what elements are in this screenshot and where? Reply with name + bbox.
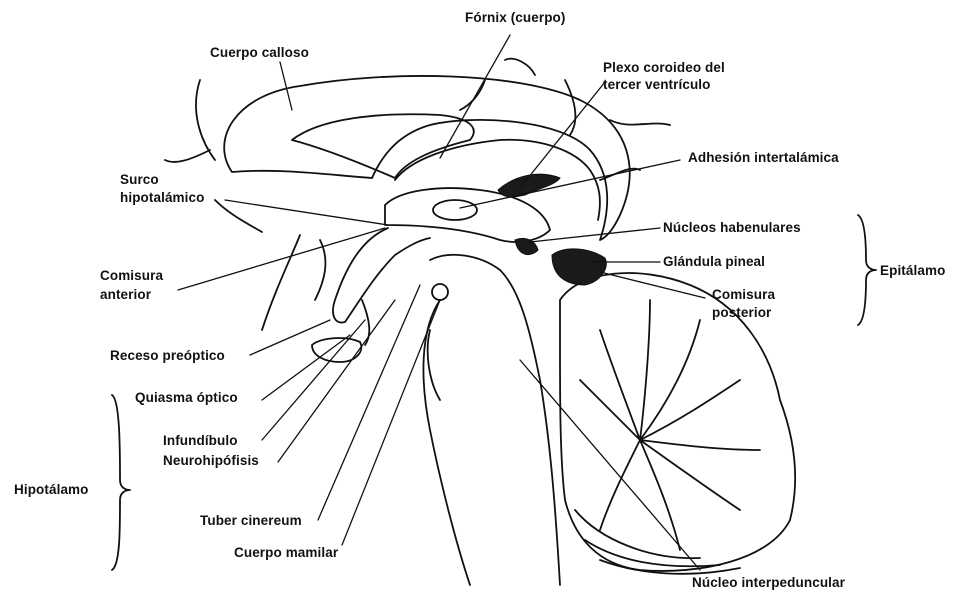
label-nucleo-interpeduncular: Núcleo interpeduncular: [692, 575, 845, 590]
hipotalamo-brace: [112, 395, 130, 570]
leader-quiasma: [262, 335, 350, 400]
label-epitalamo: Epitálamo: [880, 263, 945, 278]
pons-outline: [428, 330, 440, 400]
mammillary-body-shape: [432, 284, 448, 300]
label-infundibulo: Infundíbulo: [163, 433, 238, 448]
label-cuerpo-mamilar: Cuerpo mamilar: [234, 545, 338, 560]
vessels-left: [165, 80, 325, 330]
vessels-top: [460, 59, 575, 135]
fornix-outline: [395, 140, 600, 220]
leader-adhesion: [460, 160, 680, 208]
hypothalamus-outline: [333, 228, 430, 323]
thalamus-outline: [385, 188, 550, 242]
label-comisura-anterior-line2: anterior: [100, 287, 151, 302]
label-glandula-pineal: Glándula pineal: [663, 254, 765, 269]
label-nucleos-habenulares: Núcleos habenulares: [663, 220, 801, 235]
leader-mamilar: [342, 300, 440, 545]
leader-infundibulo: [262, 320, 365, 440]
label-cuerpo-calloso: Cuerpo calloso: [210, 45, 309, 60]
label-neurohipofisis: Neurohipófisis: [163, 453, 259, 468]
label-plexo-line2: tercer ventrículo: [603, 77, 711, 92]
leader-surco: [225, 200, 388, 225]
pineal-gland-shape: [552, 249, 606, 285]
label-comisura-posterior-line2: posterior: [712, 305, 771, 320]
brainstem-outline: [430, 255, 560, 585]
vessels-right: [600, 120, 670, 180]
label-fornix: Fórnix (cuerpo): [465, 10, 566, 25]
label-adhesion: Adhesión intertalámica: [688, 150, 839, 165]
label-quiasma-optico: Quiasma óptico: [135, 390, 238, 405]
label-tuber-cinereum: Tuber cinereum: [200, 513, 302, 528]
label-plexo-line1: Plexo coroideo del: [603, 60, 725, 75]
brainstem-front: [423, 300, 470, 585]
adhesion-intertalamica-shape: [433, 200, 477, 220]
label-hipotalamo: Hipotálamo: [14, 482, 89, 497]
leader-receso: [250, 320, 330, 355]
cerebellum-arbor: [580, 300, 760, 550]
epitalamo-brace: [858, 215, 876, 325]
leader-neurohipofisis: [278, 300, 395, 462]
label-surco-line2: hipotalámico: [120, 190, 204, 205]
label-receso-preoptico: Receso preóptico: [110, 348, 225, 363]
label-surco-line1: Surco: [120, 172, 159, 187]
label-comisura-anterior-line1: Comisura: [100, 268, 163, 283]
label-comisura-posterior-line1: Comisura: [712, 287, 775, 302]
leader-cuerpo-calloso: [280, 62, 292, 110]
